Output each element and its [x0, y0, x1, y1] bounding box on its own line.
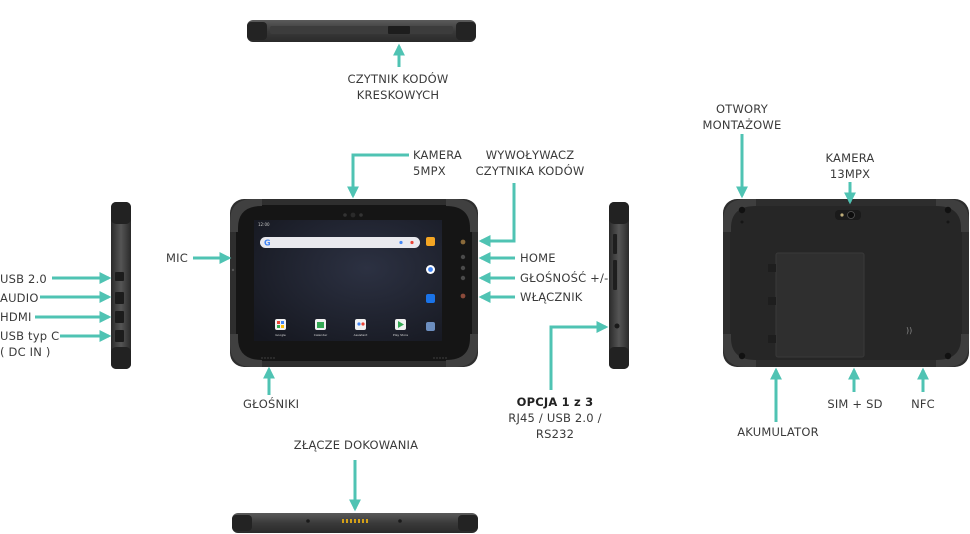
home-button [460, 254, 466, 260]
tablet-front: 12:00 G Google Calendar Assistant Play S… [230, 199, 478, 367]
tablet-top-edge [247, 20, 476, 42]
label-front-camera: KAMERA 5MPX [413, 148, 462, 178]
mounting-hole [738, 206, 746, 214]
label-nfc: NFC [911, 397, 935, 411]
label-option: OPCJA 1 z 3 RJ45 / USB 2.0 / RS232 [494, 394, 616, 442]
tablet-bottom-edge [232, 513, 478, 533]
battery-cover [775, 252, 865, 358]
arrow-front-camera [347, 153, 409, 199]
svg-text:12:00: 12:00 [258, 222, 270, 227]
app-label-calendar: Calendar [314, 333, 328, 337]
label-speakers: GŁOŚNIKI [243, 397, 300, 411]
label-docking: ZŁĄCZE DOKOWANIA [293, 438, 419, 452]
front-camera [350, 212, 356, 218]
barcode-window [388, 26, 410, 34]
label-rear-camera: KAMERA 13MPX [825, 151, 875, 181]
app-label-google: Google [275, 333, 286, 337]
barcode-trigger-button [460, 239, 466, 245]
speaker-grills [261, 357, 447, 359]
label-mic: MIC [166, 251, 188, 265]
tablet-left-side [111, 202, 131, 369]
google-app-icon [275, 319, 286, 330]
messages-icon [426, 294, 435, 303]
docking-connector [342, 519, 368, 523]
label-barcode-reader: CZYTNIK KODÓW KRESKOWYCH [347, 72, 449, 102]
label-hdmi: HDMI [0, 310, 32, 324]
label-home: HOME [520, 251, 556, 265]
label-barcode-trigger: WYWOŁYWACZ CZYTNIKA KODÓW [475, 148, 585, 178]
label-battery: AKUMULATOR [737, 425, 819, 439]
arrow-option-port [549, 321, 609, 390]
mic-hole [231, 268, 235, 272]
label-sim-sd: SIM + SD [827, 397, 883, 411]
app-icon-1 [426, 237, 435, 246]
label-usb2: USB 2.0 [0, 272, 47, 286]
svg-text:G: G [264, 239, 271, 248]
power-button [460, 293, 466, 299]
option-title: OPCJA 1 z 3 [516, 395, 594, 409]
label-usbc: USB typ C ( DC IN ) [0, 329, 60, 359]
option-port [614, 323, 620, 329]
app-label-play-store: Play Store [393, 333, 408, 337]
search-bar [260, 237, 420, 248]
label-power: WŁĄCZNIK [520, 290, 583, 304]
app-label-assistant: Assistant [354, 333, 368, 337]
tablet-back: )) [723, 199, 969, 367]
label-audio: AUDIO [0, 291, 39, 305]
label-volume: GŁOŚNOŚĆ +/- [520, 271, 609, 285]
volume-buttons [460, 275, 466, 281]
rear-camera [847, 211, 855, 219]
label-mounting-holes: OTWORY MONTAŻOWE [702, 102, 782, 132]
tablet-right-side [609, 202, 629, 369]
nfc-icon: )) [906, 326, 912, 335]
settings-icon [426, 322, 435, 331]
arrow-barcode-trigger [478, 183, 516, 247]
